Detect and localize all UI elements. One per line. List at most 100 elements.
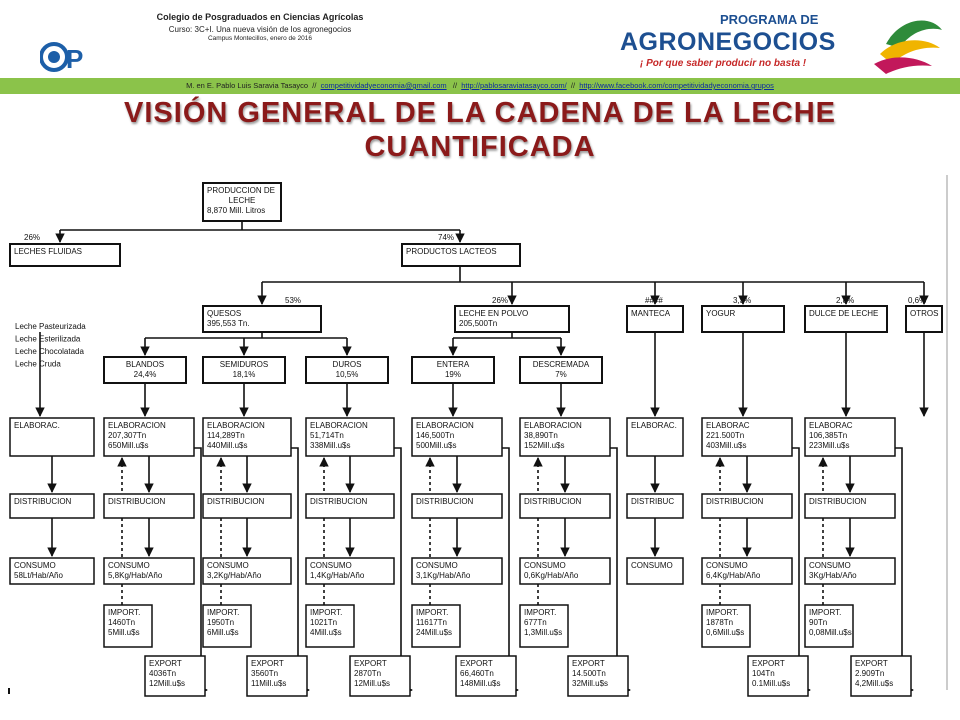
- elaboracion-box-7-text: 221.500Tn: [706, 431, 744, 440]
- logo-programa-de: PROGRAMA DE: [720, 12, 819, 27]
- distribucion-box-1: DISTRIBUCION: [103, 493, 195, 519]
- author-name: M. en E. Pablo Luis Saravia Tasayco: [186, 81, 309, 90]
- distribucion-box-7-text: DISTRIBUCION: [706, 497, 764, 506]
- distribucion-box-5-text: DISTRIBUCION: [524, 497, 582, 506]
- consumo-box-2-text: 3,2Kg/Hab/Año: [207, 571, 262, 580]
- elaboracion-box-2-text: 440Mill.u$s: [207, 441, 247, 450]
- import-box-0-text: 5Mill.u$s: [108, 628, 140, 637]
- consumo-box-5-text: CONSUMO: [524, 561, 566, 570]
- blandos-box-text: 24,4%: [134, 370, 157, 379]
- import-box-3-text: 11617Tn: [416, 618, 447, 627]
- consumo-box-6: CONSUMO: [626, 557, 684, 585]
- elaboracion-box-4-text: ELABORACION: [416, 421, 474, 430]
- import-box-6-text: 0,08Mill.u$s: [809, 628, 852, 637]
- import-box-6-text: 90Tn: [809, 618, 827, 627]
- quesos-box-text: 395,553 Tn.: [207, 319, 250, 328]
- pct-dulce: 2,8%: [836, 296, 854, 305]
- agronegocios-logo: [874, 20, 942, 74]
- pct-yogur: 3,3%: [733, 296, 751, 305]
- contact-bar: M. en E. Pablo Luis Saravia Tasayco // c…: [0, 78, 960, 94]
- elaboracion-box-3-text: ELABORACION: [310, 421, 368, 430]
- elaboracion-box-8-text: 106,385Tn: [809, 431, 847, 440]
- consumo-box-3-text: CONSUMO: [310, 561, 352, 570]
- export-box-2-text: 2870Tn: [354, 669, 381, 678]
- import-box-5-text: 0,6Mill.u$s: [706, 628, 744, 637]
- descremada-box-text: DESCREMADA: [533, 360, 590, 369]
- pct-otros: 0,6%: [908, 296, 926, 305]
- import-box-1-text: 1950Tn: [207, 618, 234, 627]
- import-box-0-text: 1460Tn: [108, 618, 135, 627]
- distribucion-box-2-text: DISTRIBUCION: [207, 497, 265, 506]
- semiduros-box-text: SEMIDUROS: [220, 360, 268, 369]
- elaboracion-box-6: ELABORAC.: [626, 417, 684, 457]
- export-box-6-text: 4,2Mill.u$s: [855, 679, 893, 688]
- import-box-2-text: IMPORT.: [310, 608, 342, 617]
- elaboracion-box-8-text: 223Mill.u$s: [809, 441, 849, 450]
- import-box-2-text: 4Mill.u$s: [310, 628, 342, 637]
- export-box-0-text: 4036Tn: [149, 669, 176, 678]
- separator: //: [312, 81, 317, 90]
- elaboracion-box-0-text: ELABORAC.: [14, 421, 60, 430]
- root-box-text: LECHE: [229, 196, 256, 205]
- elaboracion-box-2-text: ELABORACION: [207, 421, 265, 430]
- semiduros-box-text: 18,1%: [233, 370, 256, 379]
- elaboracion-box-4-text: 500Mill.u$s: [416, 441, 456, 450]
- elaboracion-box-0: ELABORAC.: [9, 417, 95, 457]
- consumo-box-8-text: CONSUMO: [809, 561, 851, 570]
- export-box-1-text: EXPORT: [251, 659, 284, 668]
- export-box-6-text: 2.909Tn: [855, 669, 884, 678]
- import-box-1-text: IMPORT.: [207, 608, 239, 617]
- elaboracion-box-7-text: ELABORAC: [706, 421, 750, 430]
- elaboracion-box-1-text: 207,307Tn: [108, 431, 146, 440]
- distribucion-box-5: DISTRIBUCION: [519, 493, 611, 519]
- distribucion-box-6-text: DISTRIBUC: [631, 497, 674, 506]
- consumo-box-3-text: 1,4Kg/Hab/Año: [310, 571, 365, 580]
- export-box-4-text: 32Mill.u$s: [572, 679, 608, 688]
- leche-polvo-box-text: 205,500Tn: [459, 319, 497, 328]
- svg-text:P: P: [66, 44, 83, 74]
- elaboracion-box-5-text: ELABORACION: [524, 421, 582, 430]
- export-box-1-text: 3560Tn: [251, 669, 278, 678]
- export-box-2-text: EXPORT: [354, 659, 387, 668]
- consumo-box-0-text: 58Lt/Hab/Año: [14, 571, 63, 580]
- duros-box-text: DUROS: [333, 360, 362, 369]
- elaboracion-box-1-text: 650Mill.u$s: [108, 441, 148, 450]
- leche-tipo-0: Leche Pasteurizada: [15, 322, 86, 331]
- leches-fluidas-box: LECHES FLUIDAS: [9, 243, 121, 267]
- connector: [502, 447, 519, 695]
- leche-tipo-1: Leche Esterilizada: [15, 335, 81, 344]
- import-box-4-text: IMPORT.: [524, 608, 556, 617]
- manteca-box-text: MANTECA: [631, 309, 671, 318]
- email-link[interactable]: competitividadyeconomia@gmail.com: [320, 81, 447, 90]
- leche-polvo-box-text: LECHE EN POLVO: [459, 309, 528, 318]
- export-box-4-text: 14.500Tn: [572, 669, 606, 678]
- consumo-box-8-text: 3Kg/Hab/Año: [809, 571, 857, 580]
- website-link[interactable]: http://pablosaraviatasayco.com/: [461, 81, 567, 90]
- duros-box-text: 10,5%: [336, 370, 359, 379]
- productos-lacteos-box: PRODUCTOS LACTEOS: [401, 243, 521, 267]
- elaboracion-box-5-text: 152Mill.u$s: [524, 441, 564, 450]
- distribucion-box-4: DISTRIBUCION: [411, 493, 503, 519]
- facebook-link[interactable]: http://www.facebook.com/competitividadye…: [579, 81, 774, 90]
- distribucion-box-6: DISTRIBUC: [626, 493, 684, 519]
- consumo-box-1-text: 5,8Kg/Hab/Año: [108, 571, 163, 580]
